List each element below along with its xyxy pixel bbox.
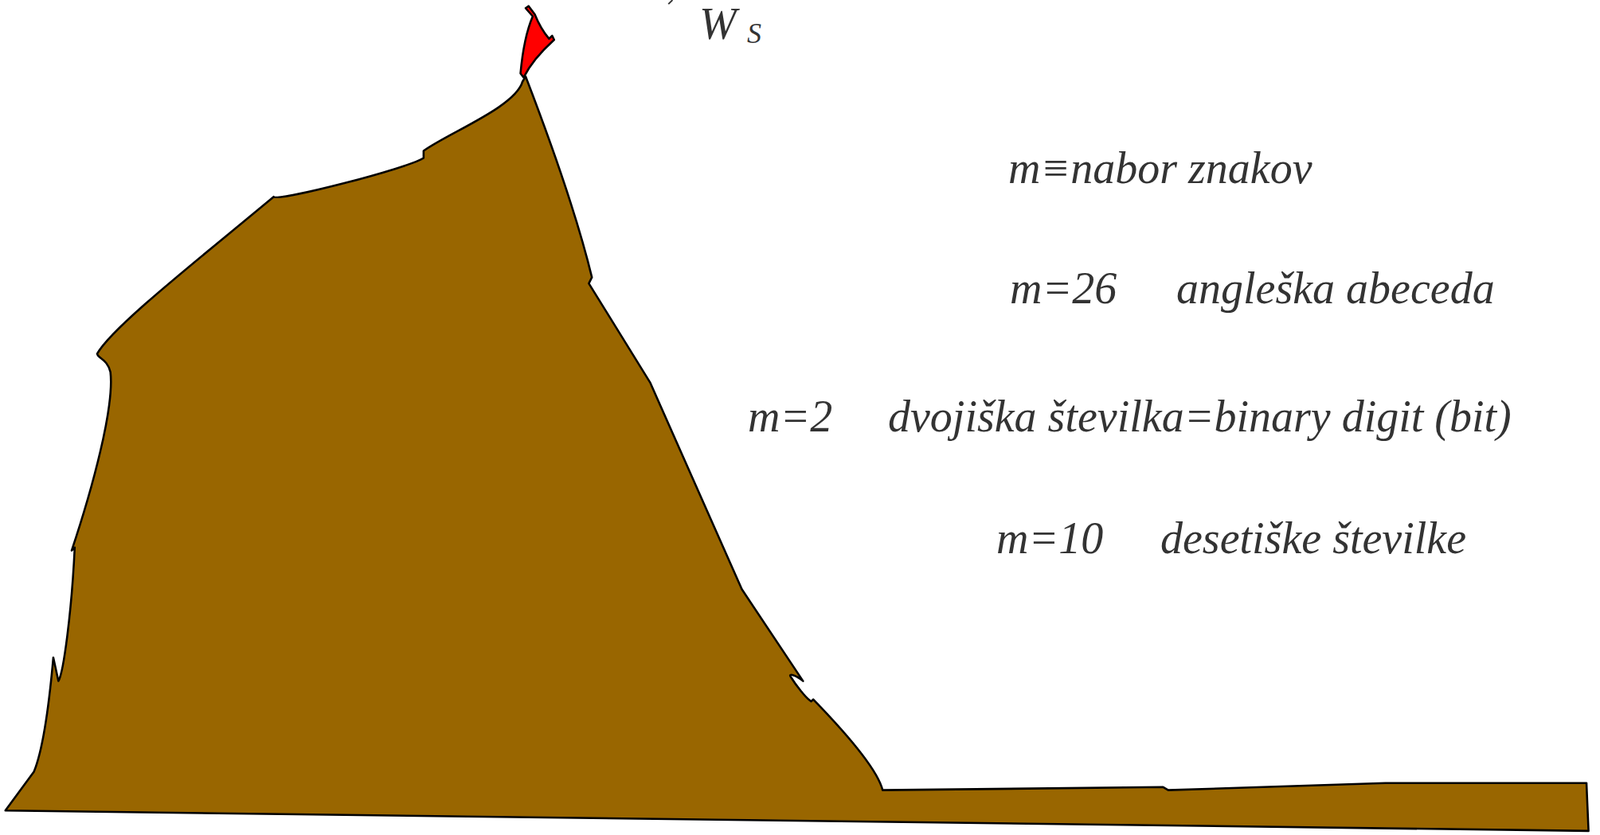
description-text: angleška abeceda	[1176, 266, 1495, 311]
mountain	[5, 76, 1589, 832]
description-text: desetiške številke	[1160, 516, 1467, 561]
symbol-subscript: S	[747, 19, 762, 48]
description-text: dvojiška številka=binary digit (bit)	[888, 394, 1512, 439]
definition-text: m≡nabor znakov	[1008, 145, 1313, 191]
value-text: m=26	[1009, 266, 1117, 311]
flag	[520, 6, 555, 79]
value-text: m=2	[747, 394, 833, 439]
leader-mark	[668, 0, 673, 4]
value-text: m=10	[996, 516, 1104, 561]
symbol-w: W	[699, 1, 737, 47]
